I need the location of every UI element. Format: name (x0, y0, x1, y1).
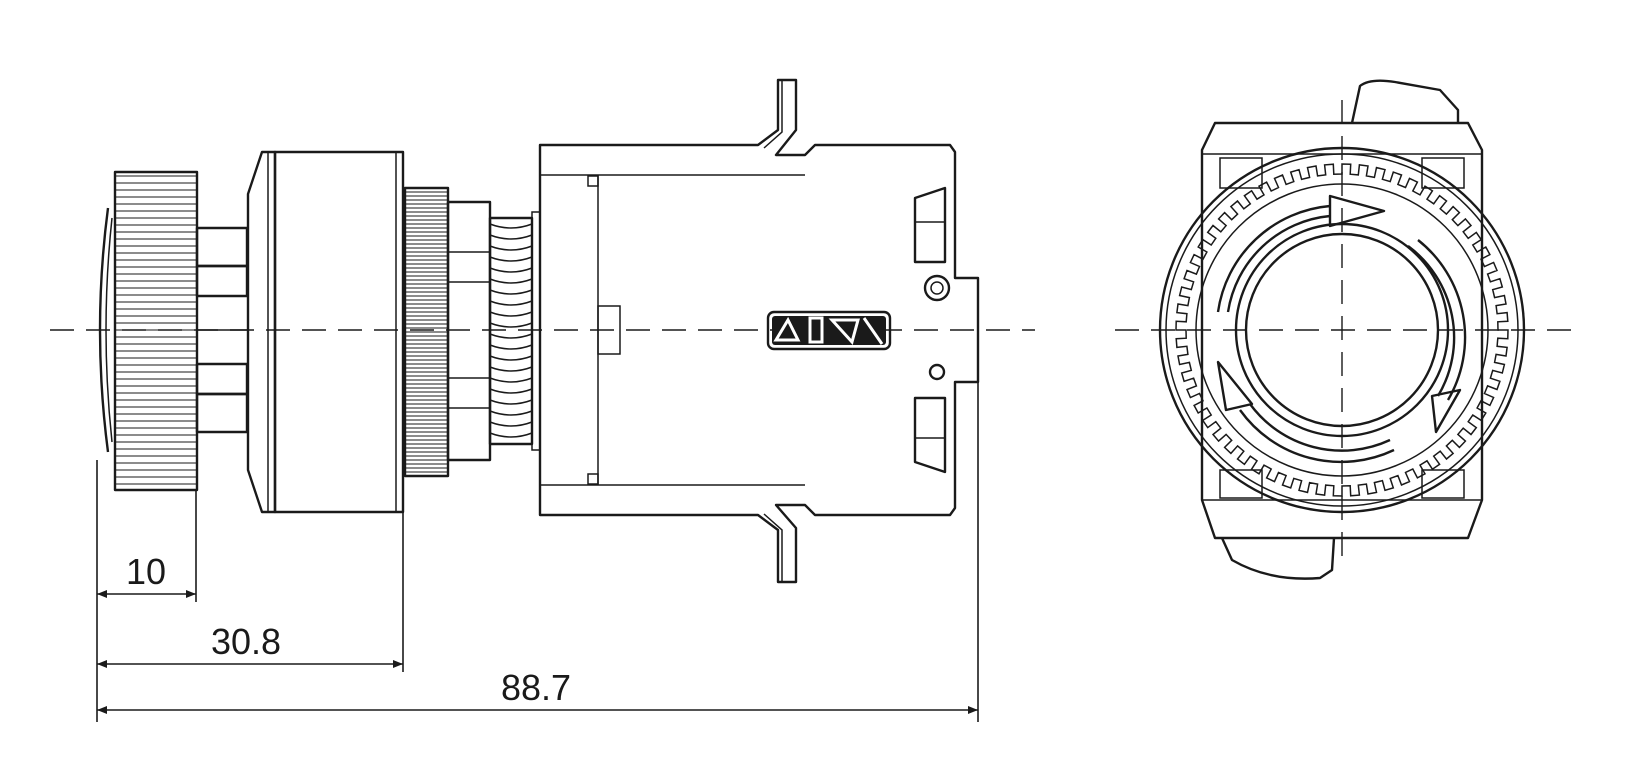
dimension-88-7: 88.7 (97, 667, 978, 714)
dimension-88-7-label: 88.7 (501, 667, 571, 708)
side-view: 10 30.8 88.7 (50, 78, 1035, 722)
bezel-housing (273, 150, 405, 514)
thread-line (489, 410, 533, 416)
thread-line (489, 300, 533, 306)
dimension-10-label: 10 (126, 551, 166, 592)
cap-knurl-ribs (115, 175, 197, 485)
thread-line (489, 256, 533, 262)
knurled-cap (98, 170, 199, 492)
thread-line (489, 322, 533, 328)
bezel-flange (246, 150, 277, 514)
nut-knurl-ribs (405, 191, 448, 473)
stem (195, 226, 249, 434)
thread-line (489, 399, 533, 405)
dimension-30-8: 30.8 (97, 621, 403, 668)
thread-line (489, 234, 533, 240)
thread-line (489, 355, 533, 361)
terminal-details (913, 186, 951, 474)
thread-line (489, 245, 533, 251)
contact-block (538, 78, 980, 584)
thread-line (489, 344, 533, 350)
thread-line (489, 377, 533, 383)
thread-lines (489, 223, 533, 438)
thread-line (489, 421, 533, 427)
thread-line (489, 366, 533, 372)
thread-line (489, 333, 533, 339)
thread-line (489, 278, 533, 284)
label-window (766, 310, 892, 351)
thread-line (489, 432, 533, 438)
dimension-10: 10 (97, 551, 196, 598)
serration-path (1175, 163, 1509, 497)
dimension-30-8-label: 30.8 (211, 621, 281, 662)
thread-line (489, 267, 533, 273)
front-view (1115, 79, 1575, 580)
collar (446, 200, 492, 462)
thread (488, 211, 541, 451)
thread-line (489, 223, 533, 229)
mounting-nut (403, 186, 450, 478)
rotation-arrows (1216, 194, 1467, 464)
thread-line (489, 388, 533, 394)
thread-line (489, 289, 533, 295)
thread-line (489, 311, 533, 317)
